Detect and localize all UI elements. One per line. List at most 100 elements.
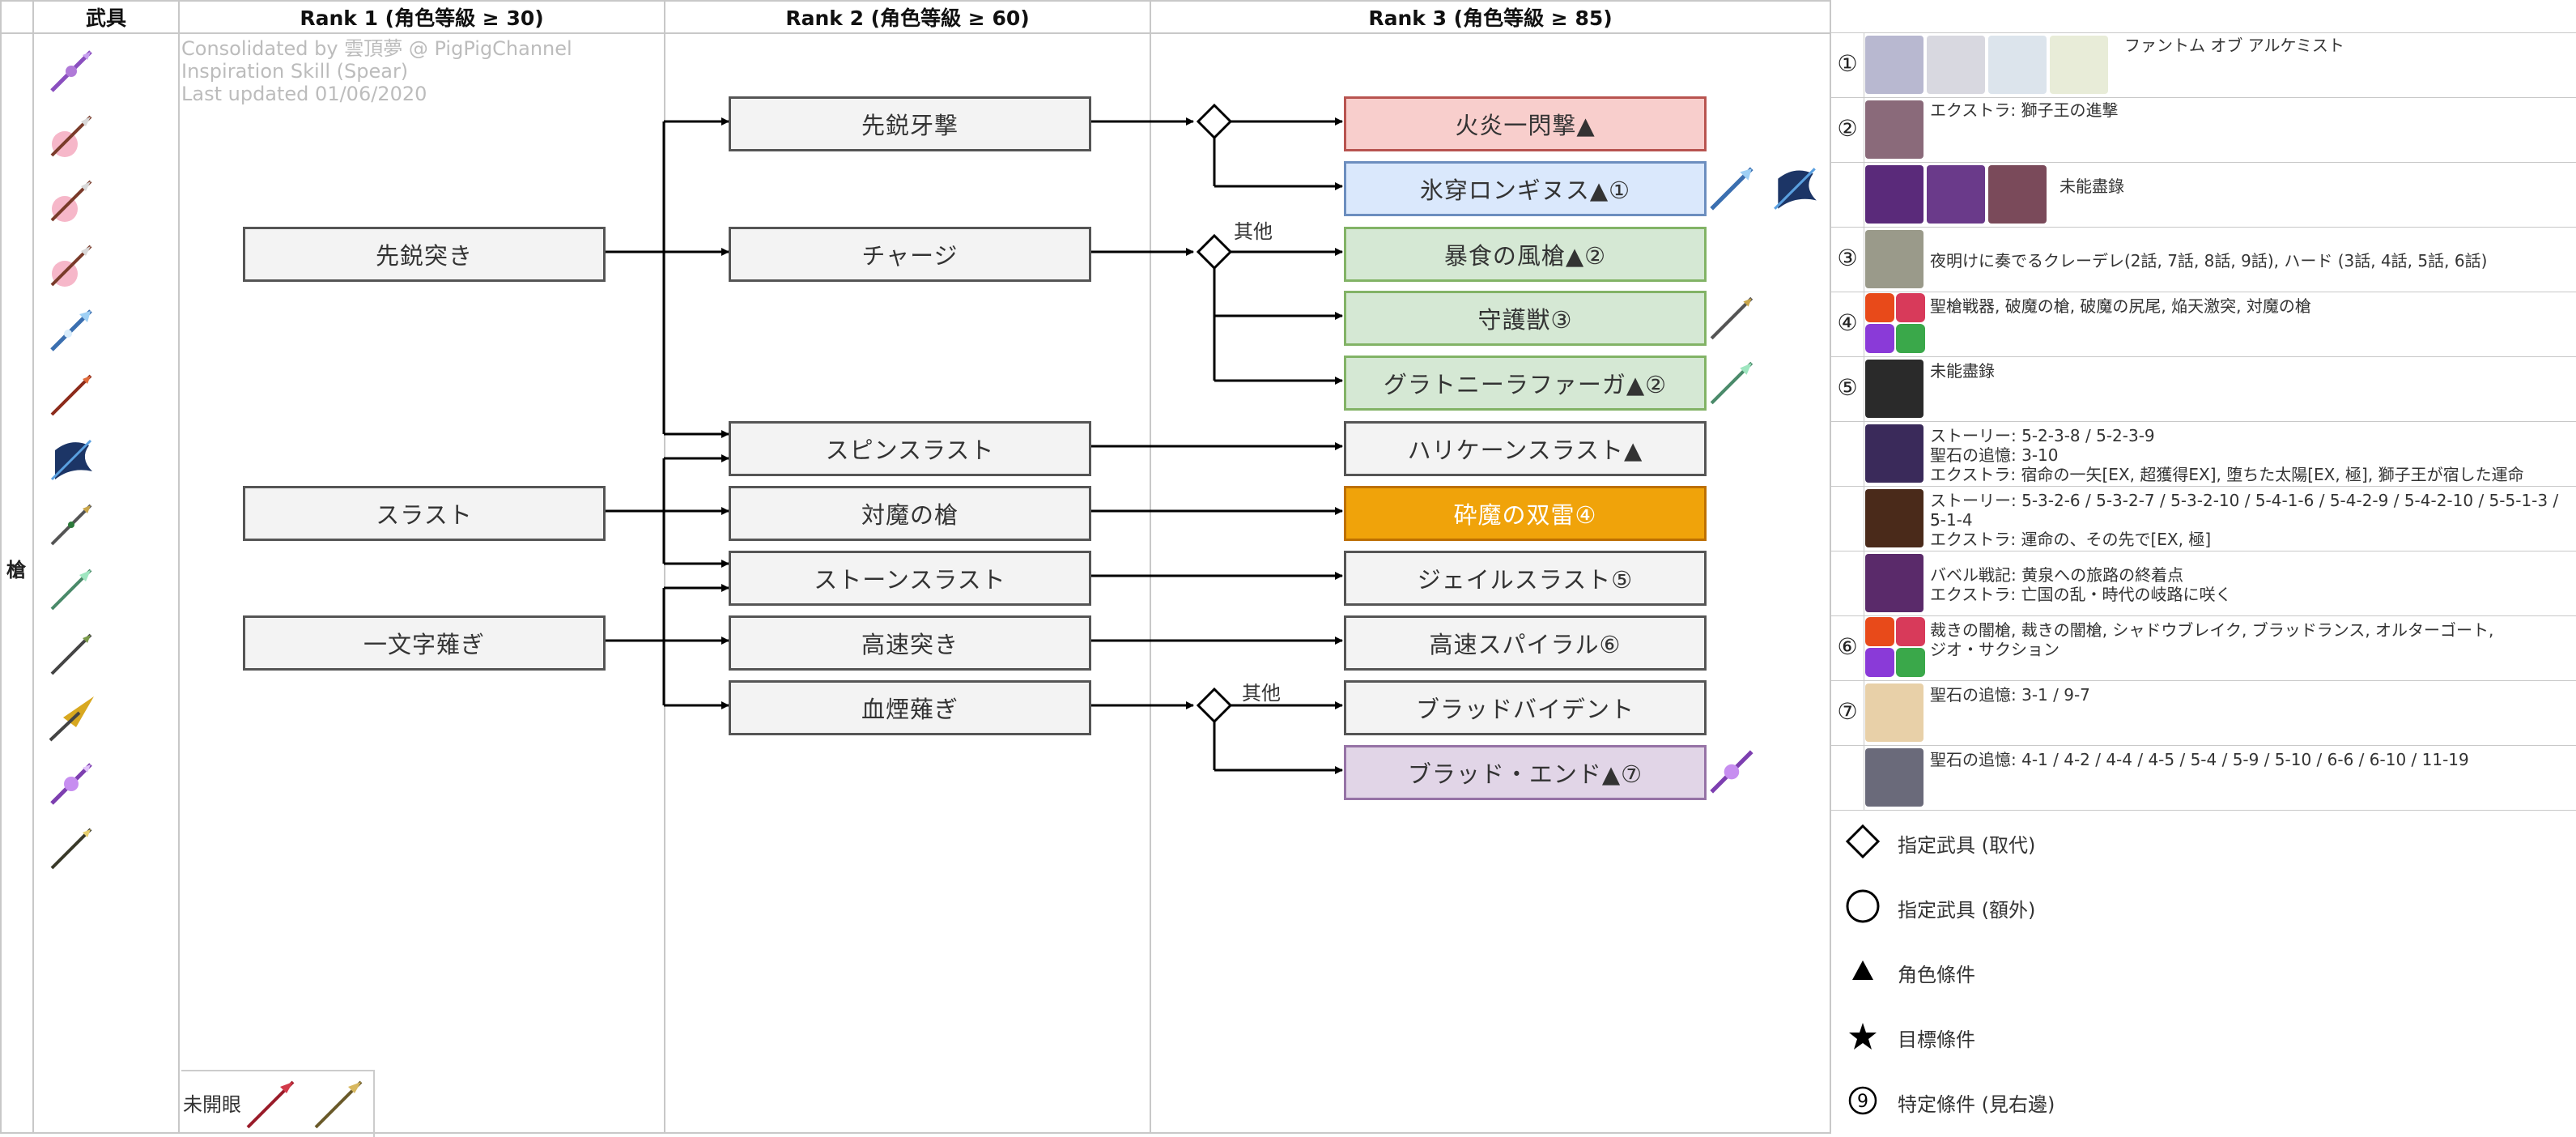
diamond-junction xyxy=(1196,103,1233,140)
avatar xyxy=(1988,165,2047,224)
spear-icon xyxy=(1710,361,1753,405)
rank3-node[interactable]: 高速スパイラル⑥ xyxy=(1344,615,1707,671)
spear-icon xyxy=(246,1080,295,1129)
avatar xyxy=(1865,36,1923,94)
rank3-node[interactable]: グラトニーラファーガ▲② xyxy=(1344,356,1707,411)
grid-line xyxy=(1831,615,2576,616)
rank3-node[interactable]: ブラッドバイデント xyxy=(1344,680,1707,735)
grid-line xyxy=(1150,0,1151,1134)
ice-element-icon xyxy=(1896,617,1925,646)
other-label: 其他 xyxy=(1242,682,1281,705)
rank2-node[interactable]: 対魔の槍 xyxy=(729,486,1091,541)
spear-icon xyxy=(50,374,92,416)
rank2-node[interactable]: 先鋭牙撃 xyxy=(729,96,1091,151)
circled-nine-icon: 9 xyxy=(1848,1086,1877,1115)
rank3-node[interactable]: 火炎一閃撃▲ xyxy=(1344,96,1707,151)
avatar xyxy=(1865,230,1923,288)
avatar xyxy=(1865,165,1923,224)
grid-line xyxy=(1830,0,1831,1134)
rank3-node[interactable]: ジェイルスラスト⑤ xyxy=(1344,551,1707,606)
avatar xyxy=(1927,36,1985,94)
triangle-icon xyxy=(1852,960,1873,980)
grid-line xyxy=(1831,162,2576,163)
unopened-box xyxy=(181,1070,375,1137)
rank2-node[interactable]: 血煙薙ぎ xyxy=(729,680,1091,735)
condition-text: 夜明けに奏でるクレーデレ(2話, 7話, 8話, 9話), ハード (3話, 4… xyxy=(1930,251,2488,270)
condition-number: ④ xyxy=(1837,309,1858,336)
spear-icon xyxy=(1710,750,1753,794)
credit-line-1: Consolidated by 雲頂夢 @ PigPigChannel xyxy=(181,37,572,60)
grid-line xyxy=(1831,97,2576,98)
grid-line xyxy=(1831,421,2576,422)
avatar xyxy=(1927,165,1985,224)
rank1-node[interactable]: スラスト xyxy=(243,486,606,541)
condition-number: ⑤ xyxy=(1837,374,1858,401)
grid-line xyxy=(0,32,1831,34)
header-weapon: 武具 xyxy=(85,6,126,30)
spear-icon xyxy=(50,439,92,481)
avatar xyxy=(1865,554,1923,612)
legend-text: 指定武具 (額外) xyxy=(1898,899,2036,922)
connector-lines xyxy=(601,103,1343,774)
rank1-node[interactable]: 先鋭突き xyxy=(243,227,606,282)
condition-number: ⑥ xyxy=(1837,633,1858,660)
avatar xyxy=(2050,36,2108,94)
spear-icon xyxy=(50,115,92,157)
condition-number: ⑦ xyxy=(1837,698,1858,725)
spear-icon xyxy=(50,828,92,870)
rank3-node[interactable]: 暴食の風槍▲② xyxy=(1344,227,1707,282)
condition-text: ファントム オブ アルケミスト xyxy=(2124,36,2344,55)
legend-text: 指定武具 (取代) xyxy=(1898,834,2036,857)
avatar xyxy=(1865,683,1923,742)
fire-element-icon xyxy=(1865,617,1894,646)
fire-element-icon xyxy=(1865,293,1894,322)
legend-text: 特定條件 (見右邊) xyxy=(1898,1093,2055,1116)
header-rank3: Rank 3 (角色等級 ≥ 85) xyxy=(1368,6,1613,30)
spear-icon xyxy=(1710,296,1753,340)
header-rank2: Rank 2 (角色等級 ≥ 60) xyxy=(785,6,1030,30)
condition-text: 5-1-4 xyxy=(1930,510,1973,530)
rank2-node[interactable]: 高速突き xyxy=(729,615,1091,671)
spear-icon xyxy=(50,763,92,805)
rank3-node[interactable]: 守護獣③ xyxy=(1344,291,1707,346)
rank2-node[interactable]: チャージ xyxy=(729,227,1091,282)
rank3-node[interactable]: ハリケーンスラスト▲ xyxy=(1344,421,1707,476)
grid-line xyxy=(32,0,34,1134)
other-label: 其他 xyxy=(1234,220,1273,243)
rank1-node[interactable]: 一文字薙ぎ xyxy=(243,615,606,671)
grid-line xyxy=(1831,680,2576,681)
condition-text: エクストラ: 宿命の一矢[EX, 超獲得EX], 堕ちた太陽[EX, 極], 獅… xyxy=(1930,465,2524,484)
avatar xyxy=(1865,100,1923,159)
spear-icon xyxy=(50,633,92,675)
grid-line xyxy=(0,1132,1831,1134)
spear-icon xyxy=(314,1080,363,1129)
spear-icon xyxy=(50,50,92,92)
rank2-node[interactable]: ストーンスラスト xyxy=(729,551,1091,606)
condition-text: バベル戦記: 黄泉への旅路の終着点 xyxy=(1930,565,2184,585)
credit-line-2: Inspiration Skill (Spear) xyxy=(181,60,409,83)
condition-text: 聖槍戦器, 破魔の槍, 破魔の尻尾, 焔天激突, 対魔の槍 xyxy=(1930,296,2311,316)
condition-text: 聖石の追憶: 3-1 / 9-7 xyxy=(1930,685,2090,705)
circle-icon xyxy=(1846,889,1880,923)
avatar xyxy=(1865,489,1923,547)
legend-text: 目標條件 xyxy=(1898,1028,1975,1051)
wind-element-icon xyxy=(1896,648,1925,677)
spear-icon xyxy=(50,245,92,287)
grid-line xyxy=(1831,356,2576,357)
spear-icon xyxy=(50,180,92,222)
grid-line xyxy=(0,0,1831,2)
rank2-node[interactable]: スピンスラスト xyxy=(729,421,1091,476)
condition-text: エクストラ: 亡国の乱・時代の岐路に咲く xyxy=(1930,585,2232,604)
rank3-node[interactable]: 氷穿ロンギヌス▲① xyxy=(1344,161,1707,216)
rank3-node[interactable]: 砕魔の双雷④ xyxy=(1344,486,1707,541)
side-label-spear: 槍 xyxy=(6,559,26,581)
condition-text: エクストラ: 運命の、その先で[EX, 極] xyxy=(1930,530,2212,549)
grid-line xyxy=(1831,32,2576,33)
rank3-node[interactable]: ブラッド・エンド▲⑦ xyxy=(1344,745,1707,800)
condition-text: 聖石の追憶: 3-10 xyxy=(1930,445,2059,465)
lightning-element-icon xyxy=(1865,324,1894,353)
spear-icon xyxy=(50,568,92,611)
avatar xyxy=(1865,360,1923,418)
condition-number: ① xyxy=(1837,50,1858,77)
condition-text: エクストラ: 獅子王の進撃 xyxy=(1930,100,2119,120)
